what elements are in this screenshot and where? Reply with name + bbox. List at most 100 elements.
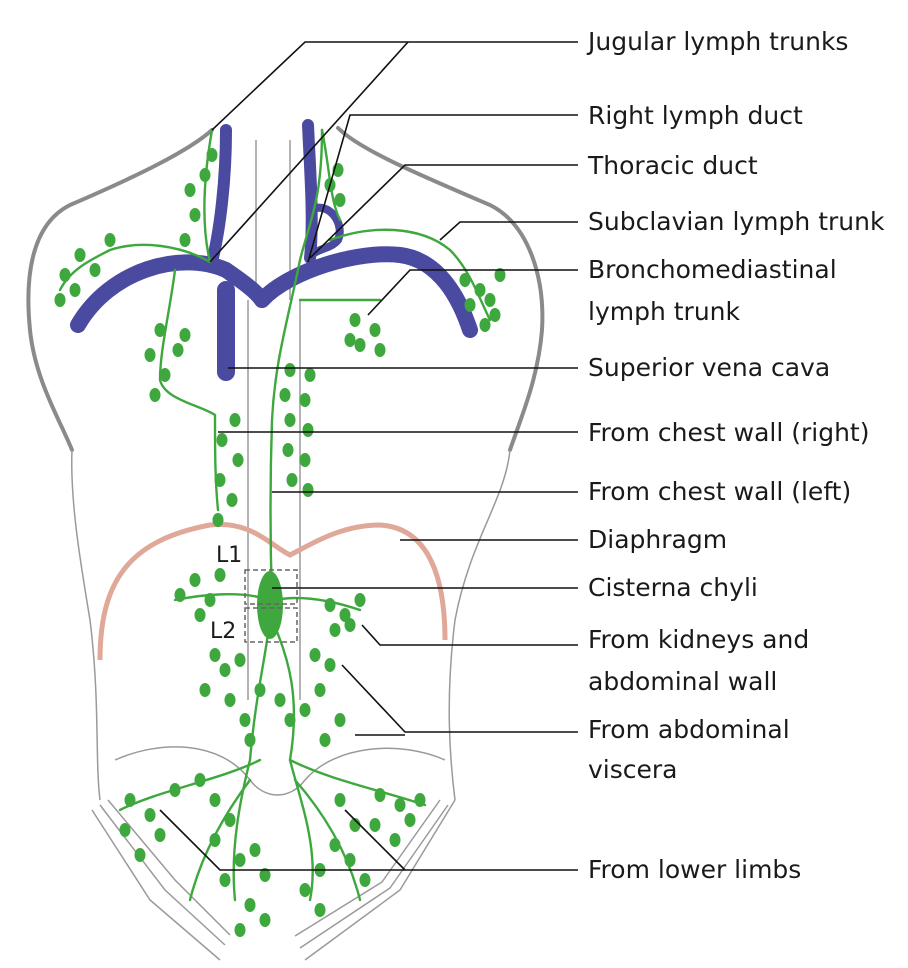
lymph-vessels	[58, 128, 492, 902]
lymph-node	[489, 308, 501, 322]
lymph-node	[212, 513, 224, 527]
lymph-node	[229, 413, 241, 427]
lymph-node	[354, 593, 366, 607]
lymph-node	[404, 813, 416, 827]
label-kidneys-line1: From kidneys and	[588, 625, 809, 654]
lymph-node	[119, 823, 131, 837]
lymph-node	[284, 363, 296, 377]
lymph-node	[226, 493, 238, 507]
lymph-node	[259, 913, 271, 927]
lymph-node	[69, 283, 81, 297]
lymph-node	[274, 693, 286, 707]
lymph-node	[299, 393, 311, 407]
lymph-node	[54, 293, 66, 307]
lymph-node	[279, 388, 291, 402]
lymph-node	[299, 883, 311, 897]
lymph-node	[194, 608, 206, 622]
lymph-node	[244, 733, 256, 747]
label-jugular-lymph-trunks: Jugular lymph trunks	[586, 27, 848, 56]
lymph-node	[214, 568, 226, 582]
label-cisterna-chyli: Cisterna chyli	[588, 573, 758, 602]
lymph-node	[89, 263, 101, 277]
lymph-node	[239, 713, 251, 727]
lymph-node	[284, 713, 296, 727]
lymph-nodes	[54, 148, 506, 937]
lymph-node	[224, 813, 236, 827]
l2-vertebra-box	[244, 607, 298, 643]
lymph-node	[349, 313, 361, 327]
lymph-node	[189, 208, 201, 222]
lymph-node	[389, 833, 401, 847]
label-lower-limbs: From lower limbs	[588, 855, 801, 884]
lymph-node	[302, 483, 314, 497]
lymph-node	[179, 233, 191, 247]
diaphragm-line	[97, 521, 448, 661]
lymph-node	[314, 683, 326, 697]
lymph-node	[209, 793, 221, 807]
lymph-node	[174, 588, 186, 602]
lymph-node	[474, 283, 486, 297]
lymph-node	[154, 828, 166, 842]
lymph-node	[209, 833, 221, 847]
lymph-node	[234, 923, 246, 937]
lymph-node	[74, 248, 86, 262]
l1-vertebra-box	[244, 569, 298, 605]
lymph-node	[314, 903, 326, 917]
lymph-node	[464, 298, 476, 312]
label-l2: L2	[210, 619, 236, 644]
lymph-node	[494, 268, 506, 282]
lymph-node	[59, 268, 71, 282]
label-bronchomediastinal-line2: lymph trunk	[588, 297, 741, 326]
lymph-node	[359, 873, 371, 887]
lymph-node	[349, 818, 361, 832]
lymph-node	[299, 453, 311, 467]
label-chest-wall-right: From chest wall (right)	[588, 418, 869, 447]
lymph-node	[172, 343, 184, 357]
lymph-node	[204, 593, 216, 607]
lymph-node	[344, 853, 356, 867]
lymph-node	[459, 273, 471, 287]
lymph-node	[206, 148, 218, 162]
lymph-node	[319, 733, 331, 747]
lymph-node	[339, 608, 351, 622]
lymph-node	[134, 848, 146, 862]
lymph-node	[282, 443, 294, 457]
lymph-node	[254, 683, 266, 697]
lymph-node	[302, 423, 314, 437]
lymph-node	[344, 333, 356, 347]
lymph-node	[219, 663, 231, 677]
lymph-node	[216, 433, 228, 447]
label-kidneys-line2: abdominal wall	[588, 667, 777, 696]
label-l1: L1	[216, 543, 242, 568]
lymph-node	[199, 168, 211, 182]
veins	[70, 119, 478, 381]
lymph-node	[334, 793, 346, 807]
lymph-node	[286, 473, 298, 487]
label-diaphragm: Diaphragm	[588, 525, 727, 554]
leader-lines	[159, 41, 578, 871]
lymph-node	[179, 328, 191, 342]
lymph-node	[334, 193, 346, 207]
lymph-node	[374, 343, 386, 357]
lymph-node	[232, 453, 244, 467]
lymph-node	[284, 413, 296, 427]
label-right-lymph-duct: Right lymph duct	[588, 101, 803, 130]
lymph-node	[194, 773, 206, 787]
lymph-node	[209, 648, 221, 662]
lymph-node	[159, 368, 171, 382]
lymph-node	[354, 338, 366, 352]
lymph-node	[374, 788, 386, 802]
lymph-node	[189, 573, 201, 587]
lymph-node	[344, 618, 356, 632]
label-abdominal-viscera-line1: From abdominal	[588, 715, 790, 744]
lymph-node	[144, 808, 156, 822]
lymph-node	[234, 653, 246, 667]
lymph-node	[394, 798, 406, 812]
lymph-node	[484, 293, 496, 307]
lymph-node	[324, 598, 336, 612]
lymph-node	[149, 388, 161, 402]
label-superior-vena-cava: Superior vena cava	[588, 353, 830, 382]
lymph-node	[184, 183, 196, 197]
lymph-node	[329, 838, 341, 852]
